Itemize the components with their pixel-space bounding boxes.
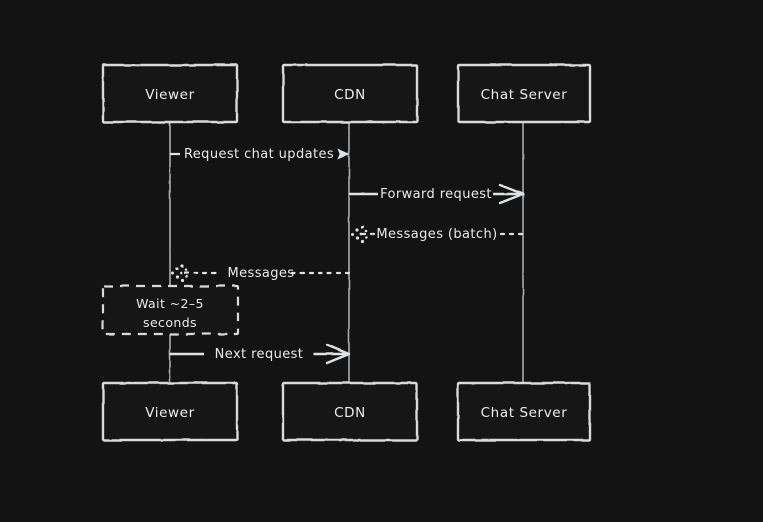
actor-box-cdn-bottom-rect	[281, 381, 419, 442]
message-messages[interactable]: Messages	[171, 264, 351, 283]
actor-label-cdn-top: CDN	[334, 87, 366, 103]
actor-box-viewer-bottom[interactable]: Viewer	[101, 381, 239, 442]
actor-label-viewer-bottom: Viewer	[145, 405, 195, 421]
message-label-next-request: Next request	[215, 347, 304, 362]
actor-boxes-top: Viewer CDN Chat Server	[101, 63, 592, 124]
actor-boxes-bottom: Viewer CDN Chat Server	[101, 381, 592, 442]
message-forward-request[interactable]: Forward request	[349, 183, 525, 205]
actor-box-chat-server-top-rect	[456, 63, 592, 124]
actor-label-chat-server-bottom: Chat Server	[481, 405, 568, 421]
message-label-forward-request: Forward request	[380, 187, 492, 202]
actor-box-chat-server-bottom[interactable]: Chat Server	[456, 381, 592, 442]
note-wait-rect	[101, 284, 240, 336]
arrowhead-filled-messages-batch	[351, 225, 368, 244]
message-label-messages-batch: Messages (batch)	[376, 227, 497, 242]
actor-box-cdn-top[interactable]: CDN	[281, 63, 419, 124]
actor-box-chat-server-bottom-rect	[456, 381, 592, 442]
message-next-request[interactable]: Next request	[170, 343, 351, 365]
arrowhead-filled-messages	[171, 264, 188, 283]
actor-box-chat-server-top[interactable]: Chat Server	[456, 63, 592, 124]
message-messages-batch[interactable]: Messages (batch)	[351, 225, 525, 244]
lifelines	[169, 122, 524, 383]
actor-box-cdn-top-rect	[281, 63, 419, 124]
actor-box-viewer-bottom-rect	[101, 381, 239, 442]
message-label-messages: Messages	[228, 266, 295, 281]
message-request-chat-updates[interactable]: Request chat updates	[170, 147, 350, 162]
actor-box-viewer-top[interactable]: Viewer	[101, 63, 239, 124]
actor-label-cdn-bottom: CDN	[334, 405, 366, 421]
arrowhead-open-next-request	[325, 343, 351, 365]
actor-box-cdn-bottom[interactable]: CDN	[281, 381, 419, 442]
note-wait-line2: seconds	[143, 315, 197, 330]
actor-label-viewer-top: Viewer	[145, 87, 195, 103]
actor-label-chat-server-top: Chat Server	[481, 87, 568, 103]
arrowhead-open-forward-request	[498, 183, 525, 205]
actor-box-viewer-top-rect	[101, 63, 239, 124]
note-wait-line1: Wait ~2–5	[136, 296, 204, 311]
message-label-request-chat-updates: Request chat updates	[184, 147, 334, 162]
note-wait[interactable]: Wait ~2–5 seconds	[101, 284, 240, 336]
arrowhead-filled-request-chat-updates	[337, 148, 350, 160]
